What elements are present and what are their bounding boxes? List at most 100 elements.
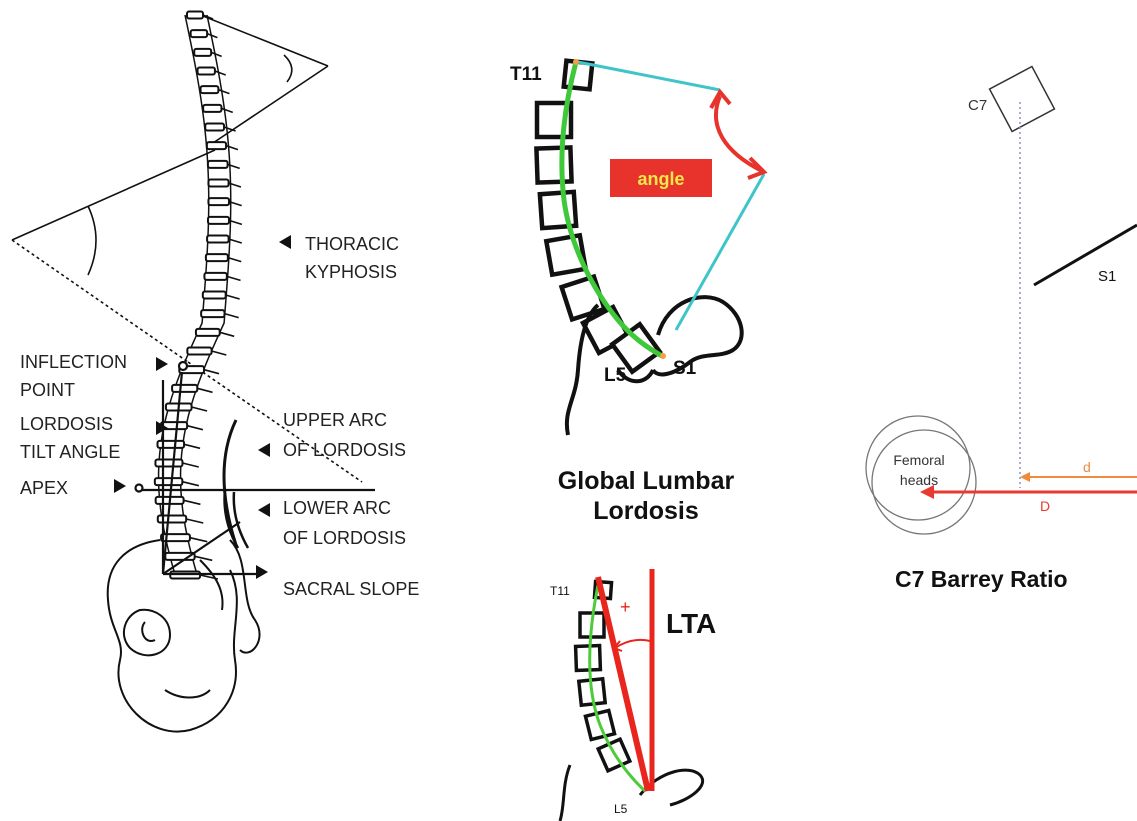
spinous-process xyxy=(187,426,203,430)
glm-angle-arrow xyxy=(711,92,764,178)
barrey-caption: C7 Barrey Ratio xyxy=(895,566,1137,593)
barrey-D-arrow xyxy=(920,485,1137,499)
lta-sacrum xyxy=(560,765,703,821)
vertebra-block xyxy=(201,310,224,317)
vertebra-block xyxy=(204,273,226,280)
barrey-femoral-head-1 xyxy=(866,416,970,520)
vertebra-block xyxy=(155,478,182,485)
lta-t11-label: T11 xyxy=(550,584,570,598)
vertebra-block xyxy=(187,12,203,19)
spinous-process xyxy=(190,538,207,542)
label-lordosis-tilt-1: LORDOSIS xyxy=(20,414,113,434)
vertebra-block xyxy=(208,198,229,205)
spinous-process xyxy=(184,444,200,448)
glm-caption-line-1: Global Lumbar xyxy=(506,466,786,496)
spinous-process xyxy=(226,295,240,299)
spine-sagittal-diagram: THORACIC KYPHOSIS INFLECTION POINT LORDO… xyxy=(0,0,460,821)
glm-l5-label: L5 xyxy=(604,365,627,386)
spinous-process xyxy=(186,519,203,523)
label-inflection-point-1: INFLECTION xyxy=(20,352,127,372)
spinous-process xyxy=(182,482,199,486)
glm-s1-label: S1 xyxy=(673,358,697,379)
lta-title: LTA xyxy=(666,608,716,639)
barrey-c7-box xyxy=(990,67,1055,132)
spinous-process xyxy=(195,556,213,560)
lta-figure: + LTA T11 L5 xyxy=(540,545,770,821)
pointer-sacral-slope xyxy=(256,565,268,579)
vertebra-block xyxy=(207,142,226,149)
pointer-thoracic-kyphosis xyxy=(279,235,291,249)
glm-vertebrae xyxy=(536,61,659,372)
vertebra-block xyxy=(187,348,211,355)
glm-t11-label: T11 xyxy=(510,64,542,85)
glm-caption-line-2: Lordosis xyxy=(506,496,786,526)
spinous-process xyxy=(211,52,222,56)
glm-lower-line xyxy=(676,174,764,330)
barrey-D-big-label: D xyxy=(1040,498,1050,514)
c7-barrey-figure: C7 S1 Femoral heads d D xyxy=(858,60,1137,580)
barrey-d-arrow xyxy=(1020,472,1137,482)
global-lumbar-lordosis-figure: angle T11 L5 S1 xyxy=(508,40,776,460)
spinous-process xyxy=(192,407,208,411)
spinous-process xyxy=(218,90,229,94)
vertebra-block xyxy=(208,161,228,168)
spinous-process xyxy=(204,370,219,374)
glm-caption: Global Lumbar Lordosis xyxy=(506,466,786,526)
pointer-upper-arc xyxy=(258,443,270,457)
barrey-s1-endplate xyxy=(1034,225,1137,285)
vertebra-block xyxy=(155,460,182,467)
lta-plus-sign: + xyxy=(620,597,631,617)
vertebra-block xyxy=(203,292,226,299)
pointer-inflection-point xyxy=(156,357,168,371)
vertebra-block xyxy=(201,86,219,93)
label-thoracic-kyphosis-1: THORACIC xyxy=(305,234,399,254)
vertebra-block xyxy=(206,254,228,261)
barrey-d-small-label: d xyxy=(1083,459,1091,475)
pointer-triangles xyxy=(114,235,291,579)
vertebra-block xyxy=(158,441,185,448)
vertebra-block xyxy=(208,217,229,224)
vertebra-block xyxy=(191,30,207,37)
spinous-process xyxy=(197,388,212,392)
vertebra-block xyxy=(208,180,228,187)
spinous-process xyxy=(224,314,238,318)
spinous-process xyxy=(221,108,232,112)
spinous-process xyxy=(212,351,227,355)
label-apex: APEX xyxy=(20,478,68,498)
label-upper-arc-1: UPPER ARC xyxy=(283,410,387,430)
pelvis-drawing xyxy=(108,540,260,732)
spinous-process xyxy=(227,276,241,280)
spinous-process xyxy=(182,463,198,467)
spinous-process xyxy=(220,332,234,336)
pointer-lower-arc xyxy=(258,503,270,517)
spinous-process xyxy=(215,71,226,75)
barrey-femoral-label-1: Femoral xyxy=(893,452,944,468)
glm-angle-text: angle xyxy=(637,169,684,189)
vertebra-block xyxy=(203,105,221,112)
vertebra-block xyxy=(172,385,197,392)
spinous-process xyxy=(184,500,201,504)
vertebra-block xyxy=(198,68,215,75)
label-lower-arc-1: LOWER ARC xyxy=(283,498,391,518)
spinous-process xyxy=(226,146,238,150)
label-lower-arc-2: OF LORDOSIS xyxy=(283,528,406,548)
label-thoracic-kyphosis-2: KYPHOSIS xyxy=(305,262,397,282)
glm-vertebra-box xyxy=(536,147,571,182)
vertebra-block xyxy=(205,124,224,131)
spinous-process xyxy=(228,258,241,262)
vertebra-block xyxy=(194,49,211,56)
pointer-apex xyxy=(114,479,126,493)
spine-vertebrae xyxy=(155,12,242,580)
barrey-femoral-label-2: heads xyxy=(900,472,938,488)
vertebra-block xyxy=(207,236,229,243)
label-sacral-slope: SACRAL SLOPE xyxy=(283,579,419,599)
label-lordosis-tilt-2: TILT ANGLE xyxy=(20,442,120,462)
spinous-process xyxy=(229,239,242,243)
label-upper-arc-2: OF LORDOSIS xyxy=(283,440,406,460)
barrey-s1-label: S1 xyxy=(1098,268,1116,285)
lta-vertebra-box xyxy=(576,646,601,671)
barrey-c7-label: C7 xyxy=(968,97,987,114)
glm-upper-line xyxy=(578,62,720,90)
lta-angle-arc xyxy=(614,640,650,651)
label-inflection-point-2: POINT xyxy=(20,380,75,400)
